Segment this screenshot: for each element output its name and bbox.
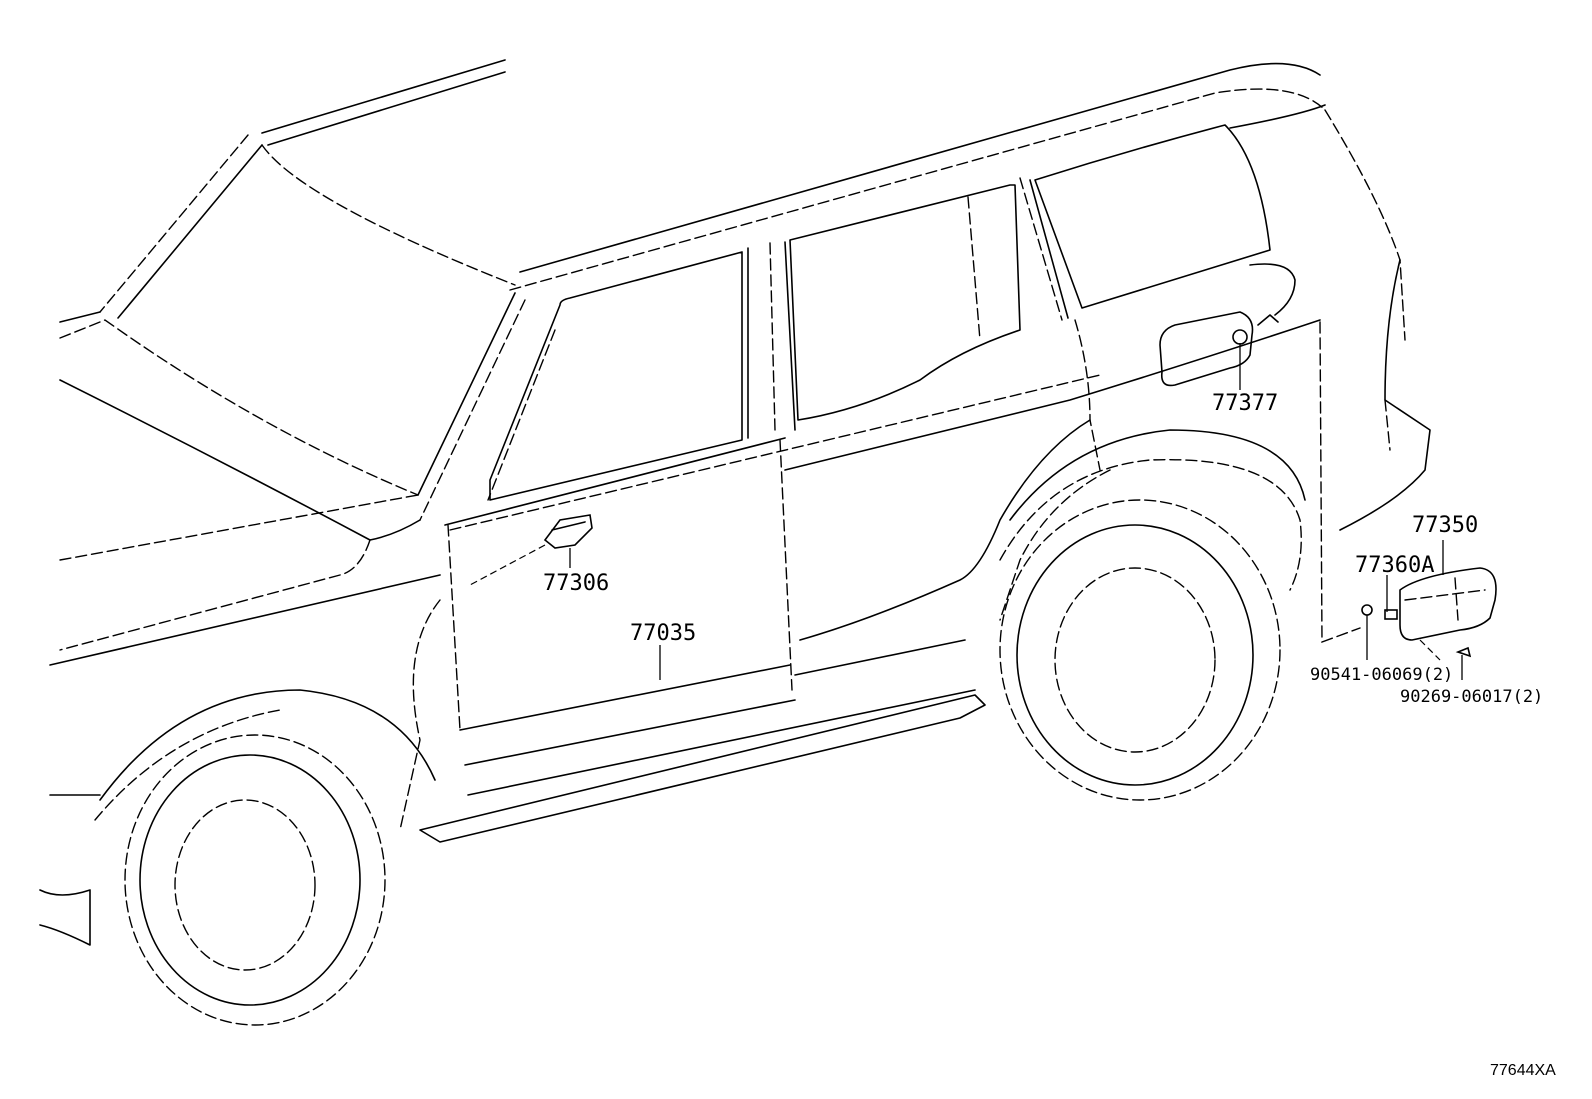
callout-77377: 77377 (1212, 391, 1278, 416)
callout-77350: 77350 (1412, 513, 1478, 538)
fuel-filler-opening (1159, 263, 1296, 387)
rear-wheel (999, 499, 1281, 801)
figure-reference-code: 77644XA (1490, 1062, 1556, 1079)
callout-90541-06069: 90541-06069(2) (1310, 665, 1453, 685)
callout-90269-06017: 90269-06017(2) (1400, 687, 1543, 707)
callout-77306: 77306 (543, 571, 609, 596)
front-wheel (124, 734, 386, 1026)
fuel-inlet-box-part (543, 514, 593, 549)
exploded-view-box (1319, 321, 1497, 661)
leader-lines (469, 343, 1463, 680)
screw-part (1455, 646, 1472, 658)
fuel-lid-hinge-part (1384, 609, 1398, 620)
callout-77035: 77035 (630, 621, 696, 646)
fuel-lid-part (1399, 567, 1497, 641)
vehicle-body-outline (39, 59, 1431, 946)
callout-77360a: 77360A (1355, 553, 1434, 578)
cushion-part (1361, 604, 1373, 616)
fuel-lid-lock-part (1232, 329, 1248, 345)
